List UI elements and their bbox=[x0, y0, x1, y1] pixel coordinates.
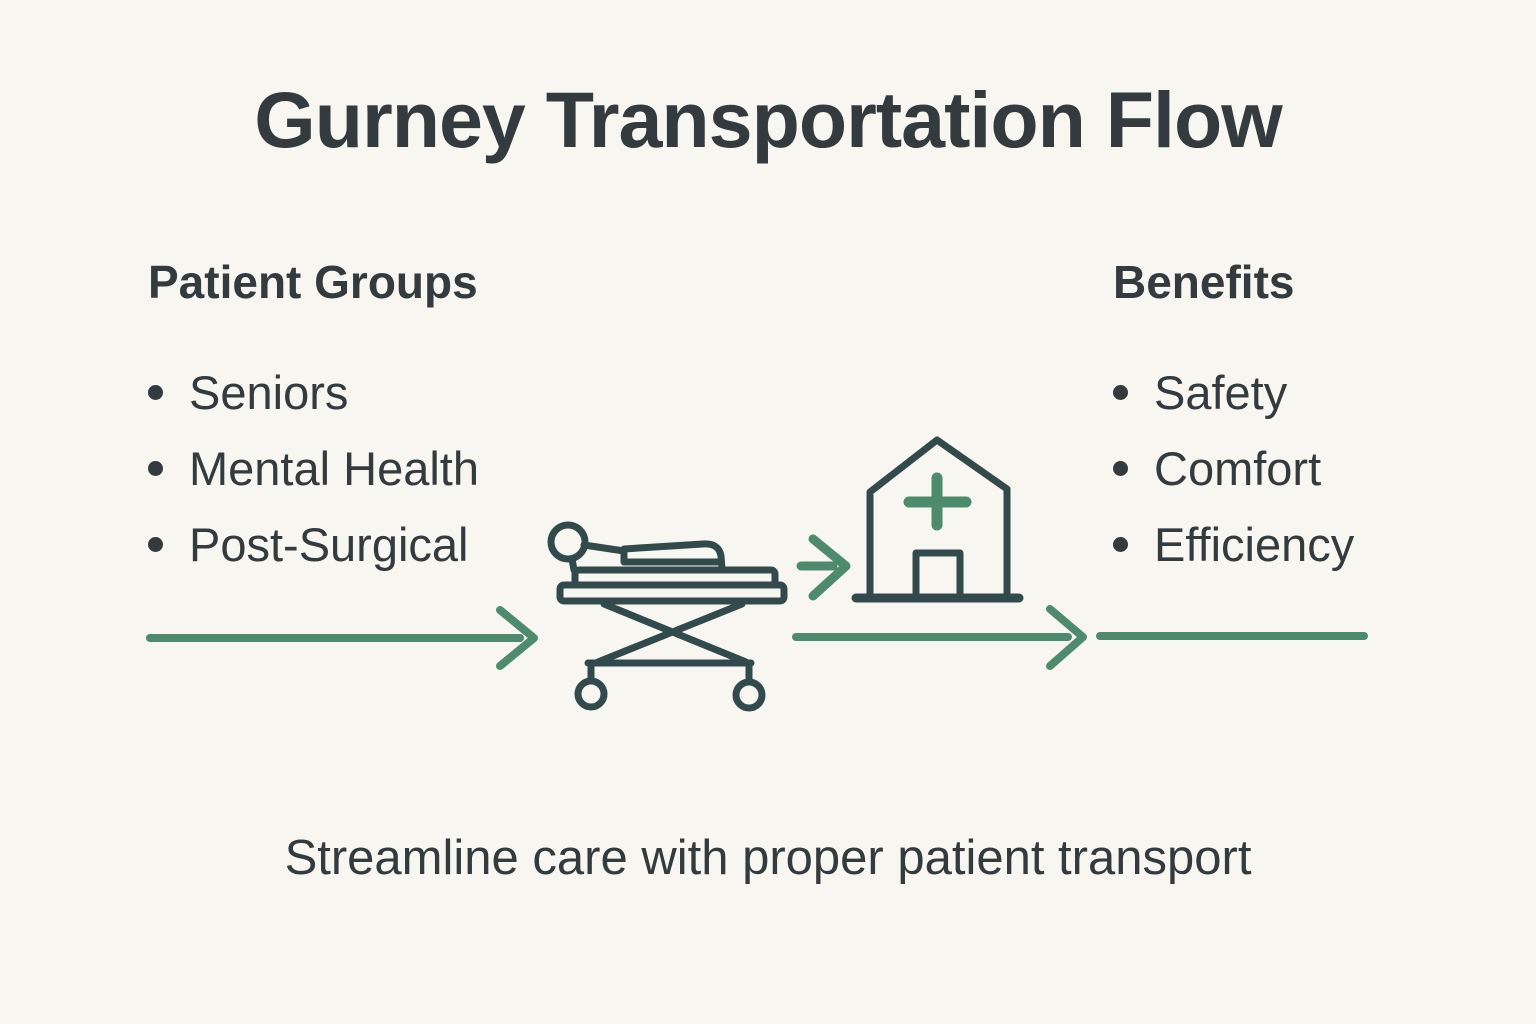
list-item: Comfort bbox=[1113, 431, 1354, 507]
bullet-dot bbox=[148, 385, 163, 401]
list-item-label: Comfort bbox=[1154, 442, 1322, 496]
bullet-dot bbox=[1113, 537, 1128, 553]
list-item: Safety bbox=[1113, 355, 1354, 431]
patient-groups-heading: Patient Groups bbox=[148, 256, 478, 308]
medical-cross-icon bbox=[903, 472, 972, 531]
list-item-label: Seniors bbox=[189, 366, 349, 420]
list-item: Seniors bbox=[148, 355, 479, 431]
gurney-wheel bbox=[574, 677, 608, 711]
benefits-section: Benefits Safety Comfort Efficiency bbox=[1113, 256, 1354, 583]
hospital-icon bbox=[851, 436, 1024, 603]
list-item-label: Safety bbox=[1154, 366, 1288, 420]
caption: Streamline care with proper patient tran… bbox=[284, 831, 1252, 885]
list-item: Post-Surgical bbox=[148, 507, 479, 583]
gurney-wheel bbox=[732, 678, 766, 712]
list-item-label: Post-Surgical bbox=[189, 518, 469, 572]
gurney-mattress bbox=[571, 566, 779, 589]
flow-arrow-mid bbox=[796, 534, 851, 601]
bullet-dot bbox=[148, 461, 163, 477]
patient-body bbox=[580, 540, 726, 573]
gurney-icon bbox=[547, 521, 788, 712]
bullet-dot bbox=[148, 537, 163, 553]
benefits-heading: Benefits bbox=[1113, 256, 1295, 308]
flow-arrow-left bbox=[146, 606, 538, 670]
patient-head bbox=[547, 521, 589, 563]
bullet-dot bbox=[1113, 461, 1128, 477]
page-title: Gurney Transportation Flow bbox=[254, 75, 1282, 164]
list-item: Mental Health bbox=[148, 431, 479, 507]
list-item: Efficiency bbox=[1113, 507, 1354, 583]
patient-groups-list: Seniors Mental Health Post-Surgical bbox=[148, 355, 479, 583]
list-item-label: Efficiency bbox=[1154, 518, 1355, 572]
gurney-deck bbox=[556, 581, 788, 605]
gurney-legs bbox=[594, 600, 750, 666]
patient-neck bbox=[568, 555, 578, 574]
hospital-walls bbox=[866, 436, 1011, 601]
list-item-label: Mental Health bbox=[189, 442, 479, 496]
patient-groups-section: Patient Groups Seniors Mental Health Pos… bbox=[148, 256, 479, 583]
flow-arrow-bottom bbox=[792, 605, 1087, 670]
bullet-dot bbox=[1113, 385, 1128, 401]
hospital-door bbox=[912, 549, 964, 600]
benefits-list: Safety Comfort Efficiency bbox=[1113, 355, 1354, 583]
gurney-base bbox=[584, 659, 755, 685]
